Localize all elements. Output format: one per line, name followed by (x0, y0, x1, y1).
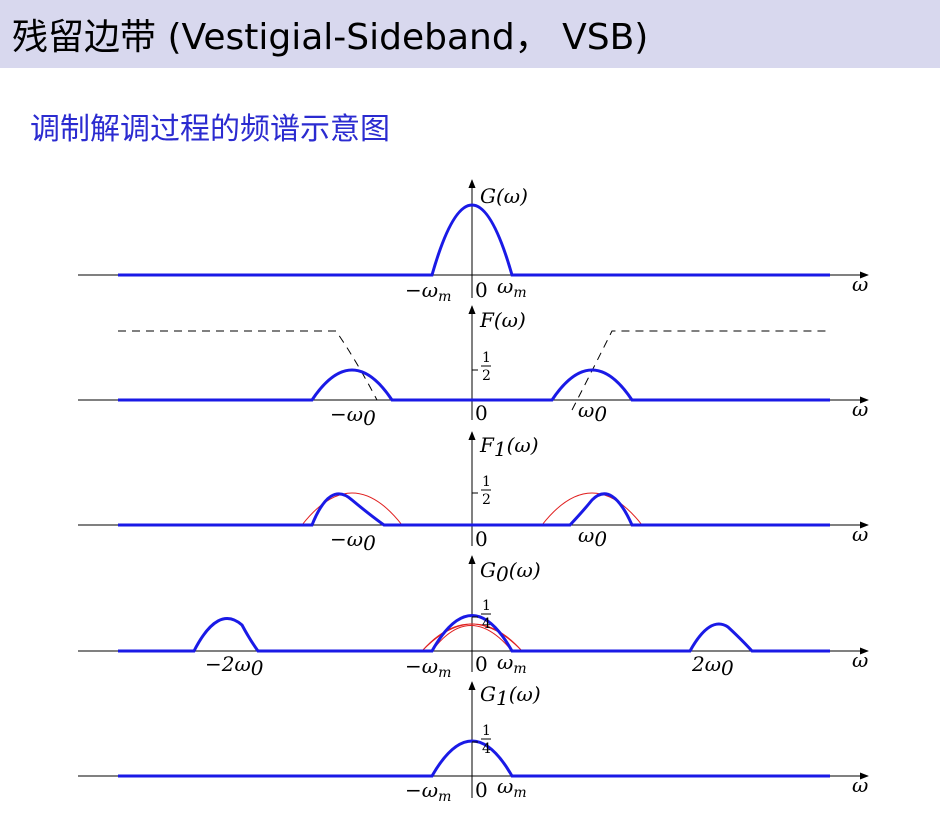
slide-title: 残留边带 (Vestigial-Sideband， VSB) (12, 17, 649, 58)
g0-neg-2w0-label: −2ω (205, 652, 251, 676)
f-omega-label: ω (852, 397, 868, 421)
f-zero-label: 0 (475, 401, 488, 425)
slide-subtitle: 调制解调过程的频谱示意图 (30, 112, 390, 147)
g0-zero-label: 0 (475, 652, 488, 676)
f1-zero-label: 0 (475, 527, 488, 551)
f1-ylabel: F1(ω) (479, 433, 539, 461)
f-filter-dashed-left (118, 330, 378, 401)
g0-quarter-den: 4 (482, 616, 491, 632)
g0-ylabel: G0(ω) (480, 558, 541, 586)
g0-spectrum-curve (118, 614, 830, 653)
panel-g0: 1 4 G0(ω) ω −2ω0 −ωm 0 ωm 2ω0 (78, 555, 869, 681)
svg-text:ω0: ω0 (578, 398, 607, 426)
g1-spectrum-curve (118, 739, 830, 778)
g1-omega-label: ω (852, 773, 868, 797)
svg-text:ωm: ωm (497, 274, 527, 301)
panel-f1: 1 2 F1(ω) ω −ω0 0 ω0 (78, 431, 869, 555)
svg-text:−ωm: −ωm (405, 278, 451, 305)
g0-pos-wm-label: ω (497, 650, 513, 674)
f-half-den: 2 (482, 368, 491, 384)
svg-text:−ωm: −ωm (405, 778, 451, 805)
g-spectrum-curve (118, 203, 830, 277)
g0-quarter-num: 1 (482, 598, 491, 614)
f1-spectrum-curve (118, 492, 830, 527)
f-spectrum-curve (118, 368, 830, 402)
f-neg-w0-label: −ω (330, 402, 363, 426)
panel-f: 1 2 F(ω) ω −ω0 0 ω0 (78, 305, 869, 430)
f1-half-num: 1 (482, 474, 491, 490)
f1-reference-curve (301, 492, 643, 526)
f1-neg-w0-label: −ω (330, 527, 363, 551)
title-bar: 残留边带 (Vestigial-Sideband， VSB) (0, 0, 940, 68)
f-filter-dashed-right (571, 330, 830, 411)
svg-text:−ω0: −ω0 (330, 527, 376, 555)
g-ylabel: G(ω) (480, 184, 528, 208)
g1-zero-label: 0 (475, 778, 488, 802)
g1-quarter-den: 4 (482, 741, 491, 757)
panel-g: G(ω) ω −ωm 0 ωm (78, 179, 869, 305)
f1-omega-label: ω (852, 522, 868, 546)
g1-neg-wm-label: −ω (405, 778, 438, 802)
g-zero-label: 0 (475, 278, 488, 302)
f1-half-den: 2 (482, 492, 491, 508)
f-ylabel: F(ω) (479, 308, 526, 332)
g-omega-label: ω (852, 272, 868, 296)
g1-ylabel: G1(ω) (480, 682, 541, 710)
f-pos-w0-label: ω (578, 398, 594, 422)
svg-text:−2ω0: −2ω0 (205, 652, 264, 680)
g0-pos-2w0-label: 2ω (691, 652, 721, 676)
svg-text:ω0: ω0 (578, 523, 607, 551)
g0-neg-wm-label: −ω (405, 654, 438, 678)
g1-pos-wm-label: ω (497, 774, 513, 798)
svg-text:−ω0: −ω0 (330, 402, 376, 430)
f-half-num: 1 (482, 350, 491, 366)
panel-g1: 1 4 G1(ω) ω −ωm 0 ωm (78, 681, 869, 805)
g0-omega-label: ω (852, 648, 868, 672)
g-pos-wm-label: ω (497, 274, 513, 298)
svg-text:ωm: ωm (497, 774, 527, 801)
g-neg-wm-label: −ω (405, 278, 438, 302)
svg-text:ωm: ωm (497, 650, 527, 677)
g0-reference-curve (421, 623, 523, 652)
svg-text:2ω0: 2ω0 (691, 652, 734, 680)
g1-quarter-num: 1 (482, 723, 491, 739)
svg-text:−ωm: −ωm (405, 654, 451, 681)
f1-pos-w0-label: ω (578, 523, 594, 547)
